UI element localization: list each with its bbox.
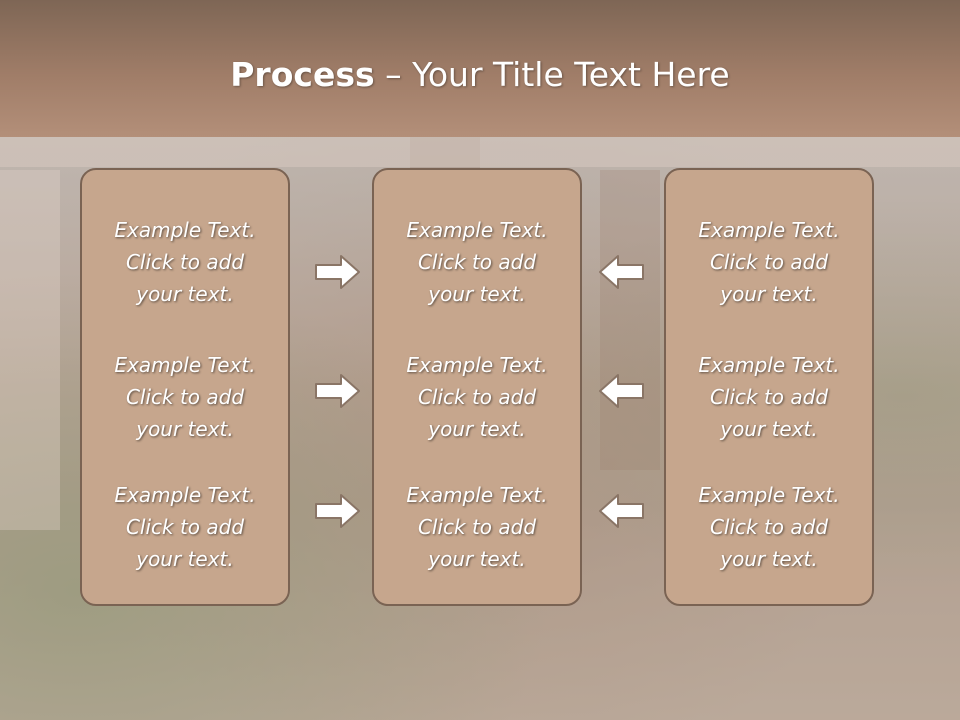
arrow-left-icon[interactable] [597,372,645,410]
cell-line: Example Text. [406,483,548,507]
cell-line: Click to add [709,515,829,539]
process-box-2[interactable]: Example Text. Click to add your text. Ex… [372,168,582,606]
title-bar: Process – Your Title Text Here [0,0,960,137]
title-bold: Process [230,55,375,94]
text-cell[interactable]: Example Text. Click to add your text. [666,214,872,310]
cell-line: your text. [428,282,526,306]
cell-line: your text. [428,547,526,571]
cell-line: Click to add [417,250,537,274]
cell-line: Click to add [417,515,537,539]
building-left [0,170,60,530]
text-cell[interactable]: Example Text. Click to add your text. [82,479,288,575]
slide-title[interactable]: Process – Your Title Text Here [0,53,960,97]
cell-line: Click to add [709,385,829,409]
text-cell[interactable]: Example Text. Click to add your text. [666,479,872,575]
text-cell[interactable]: Example Text. Click to add your text. [374,349,580,445]
process-box-1[interactable]: Example Text. Click to add your text. Ex… [80,168,290,606]
arrow-right-icon[interactable] [314,372,362,410]
cell-line: Example Text. [406,353,548,377]
text-cell[interactable]: Example Text. Click to add your text. [82,349,288,445]
cell-line: your text. [136,282,234,306]
cell-line: your text. [720,282,818,306]
cell-line: Click to add [125,385,245,409]
cell-line: Example Text. [114,483,256,507]
cell-line: Example Text. [114,353,256,377]
arrow-left-icon[interactable] [597,492,645,530]
title-rest: – Your Title Text Here [374,55,730,94]
cell-line: your text. [720,547,818,571]
cell-line: Example Text. [114,218,256,242]
cell-line: your text. [720,417,818,441]
cell-line: Click to add [417,385,537,409]
text-cell[interactable]: Example Text. Click to add your text. [82,214,288,310]
cell-line: Click to add [125,515,245,539]
cell-line: Example Text. [698,483,840,507]
cell-line: Example Text. [406,218,548,242]
cell-line: your text. [428,417,526,441]
building-tower [600,170,660,470]
cell-line: Example Text. [698,353,840,377]
cell-line: Example Text. [698,218,840,242]
cell-line: Click to add [709,250,829,274]
cell-line: Click to add [125,250,245,274]
text-cell[interactable]: Example Text. Click to add your text. [374,479,580,575]
cell-line: your text. [136,417,234,441]
arrow-left-icon[interactable] [597,253,645,291]
title-underlay-strip [0,137,960,167]
process-box-3[interactable]: Example Text. Click to add your text. Ex… [664,168,874,606]
arrow-right-icon[interactable] [314,253,362,291]
text-cell[interactable]: Example Text. Click to add your text. [374,214,580,310]
cell-line: your text. [136,547,234,571]
arrow-right-icon[interactable] [314,492,362,530]
text-cell[interactable]: Example Text. Click to add your text. [666,349,872,445]
